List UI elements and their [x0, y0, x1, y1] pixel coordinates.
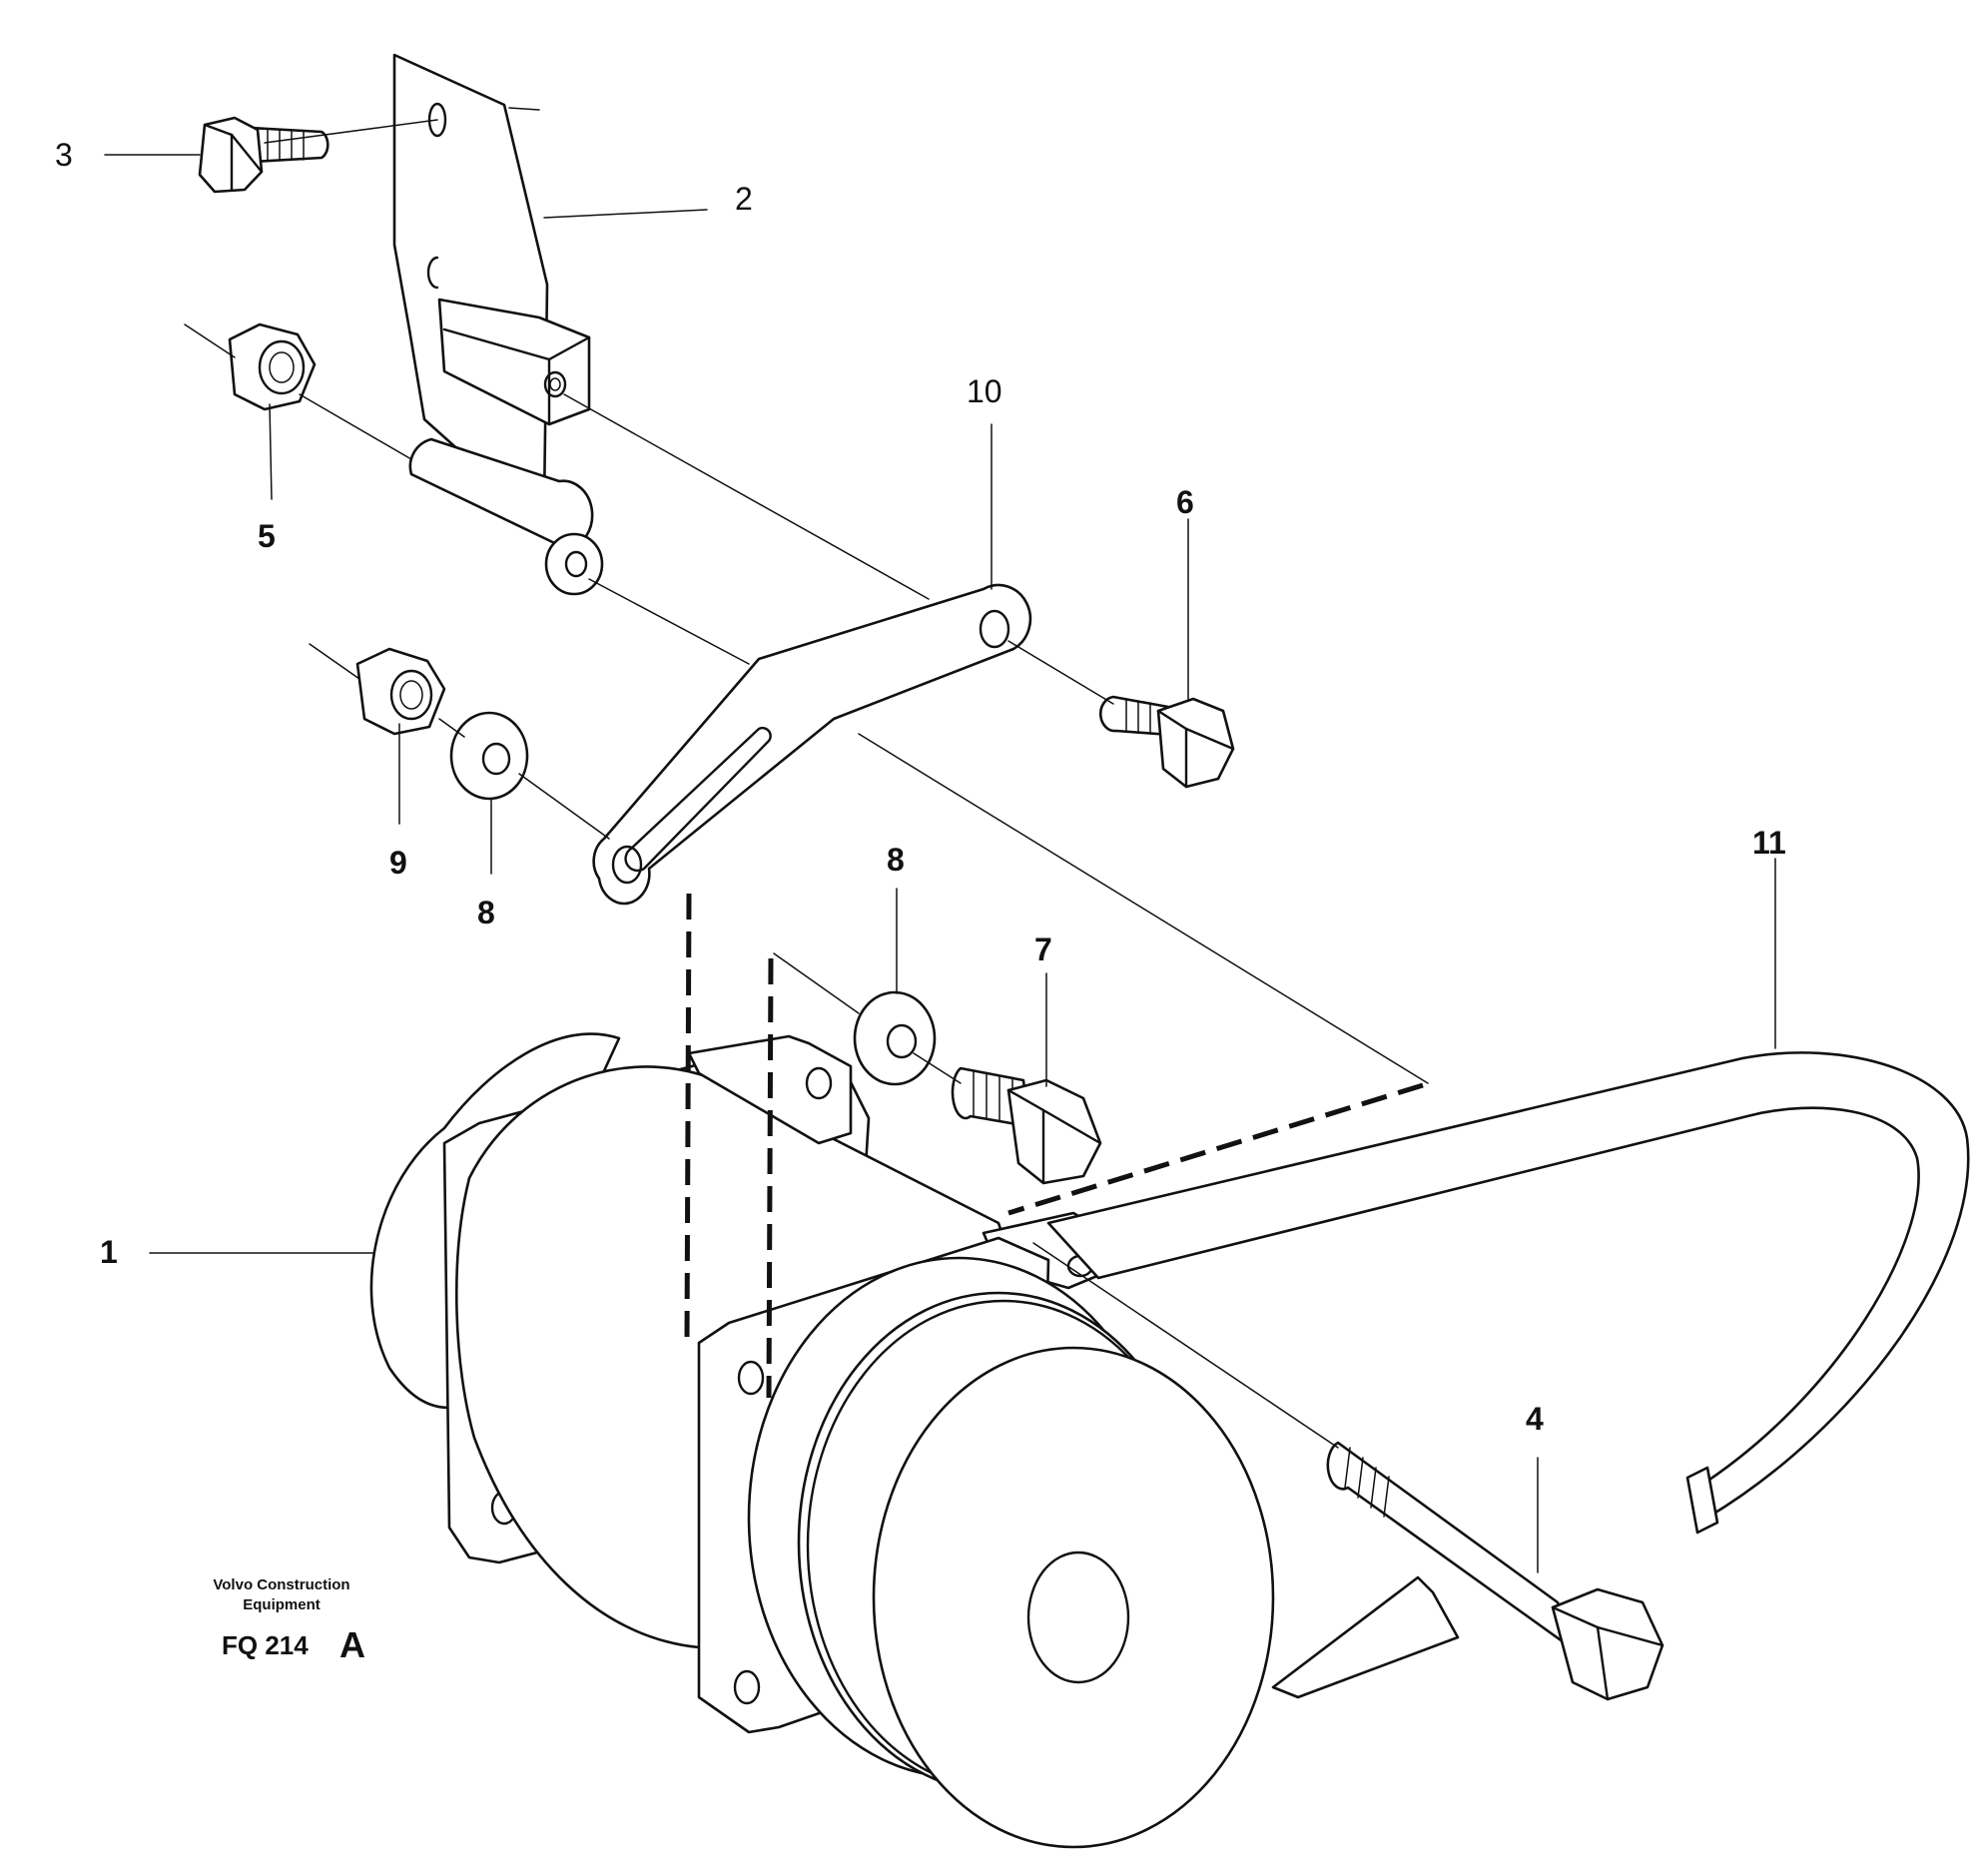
- callout-5: 5: [258, 518, 276, 554]
- callout-1: 1: [100, 1234, 118, 1270]
- publisher-block: Volvo Construction Equipment FQ 214 A: [213, 1576, 365, 1665]
- callout-10: 10: [967, 373, 1002, 409]
- callout-11: 11: [1752, 825, 1786, 861]
- callout-8-upper: 8: [477, 895, 495, 930]
- callout-numbers: 3 2 5 10 6 9 8 8 7 11 1 4: [55, 137, 1786, 1437]
- part-8-washer-lower: [853, 990, 937, 1086]
- part-7-bolt: [951, 1066, 1102, 1185]
- part-2-bracket-plate: [392, 53, 591, 506]
- assembly-lines: [184, 107, 1429, 1449]
- callout-leaders: [104, 154, 1776, 1573]
- part-10-adjusting-link: [592, 583, 1032, 906]
- part-4-long-bolt: [1326, 1441, 1664, 1701]
- brand-line-1: Volvo Construction: [213, 1576, 349, 1593]
- figure-revision: A: [339, 1624, 365, 1665]
- part-6-bolt: [1099, 695, 1235, 789]
- callout-3: 3: [55, 137, 73, 173]
- part-1-alternator: [369, 1032, 1460, 1849]
- brand-line-2: Equipment: [243, 1596, 321, 1613]
- callout-6: 6: [1176, 484, 1194, 520]
- callout-4: 4: [1526, 1401, 1544, 1437]
- figure-code: FQ 214: [222, 1630, 309, 1660]
- part-8-washer-upper: [449, 711, 529, 801]
- part-9-nut: [355, 647, 446, 736]
- callout-2: 2: [735, 181, 753, 217]
- part-11-drive-belt: [1046, 1051, 1970, 1535]
- callout-9: 9: [389, 845, 407, 881]
- part-3-bolt: [198, 116, 330, 194]
- part-5-nut: [228, 322, 317, 411]
- spacer-sleeve: [408, 437, 604, 596]
- callout-8-lower: 8: [887, 842, 905, 878]
- callout-7: 7: [1034, 931, 1052, 967]
